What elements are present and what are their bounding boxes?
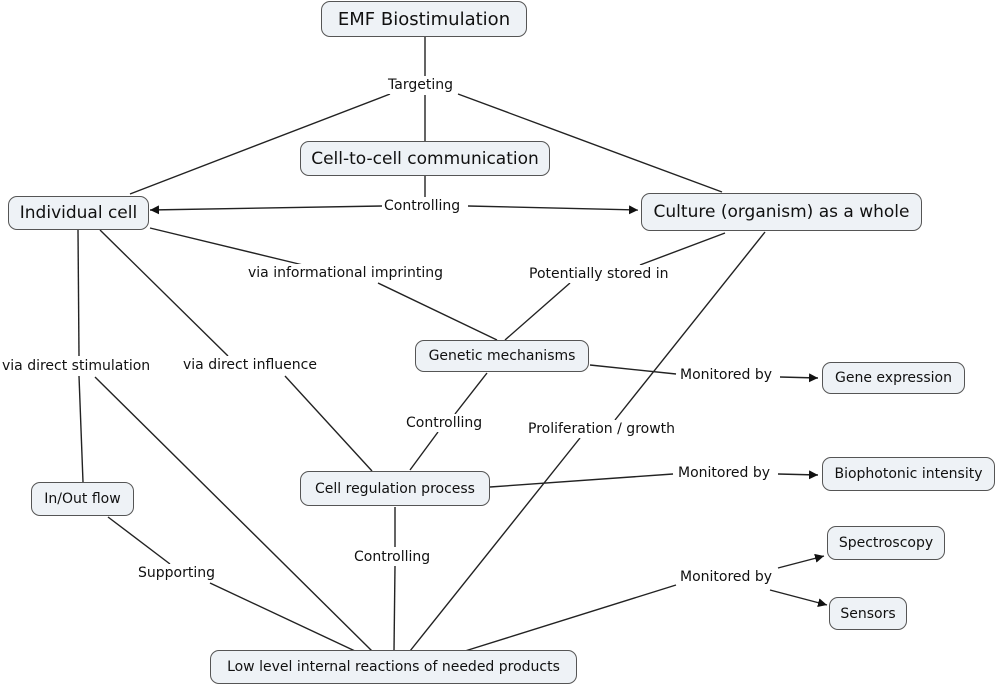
edge-genetic-monitored (589, 364, 677, 375)
label-monitored-by-biophotonic: Monitored by (676, 464, 773, 482)
edge-individual-viainfo (149, 227, 304, 266)
edge-monitored-biophoton (777, 470, 819, 480)
edge-monitored-sensors (769, 589, 828, 608)
edge-controlling-individual (149, 205, 383, 215)
label-targeting: Targeting (386, 76, 455, 94)
edge-cellreg-monitored (489, 473, 674, 488)
edge-viastim-lowlevel (94, 376, 373, 652)
node-cell-to-cell-communication[interactable]: Cell-to-cell communication (300, 141, 550, 176)
label-controlling-lowlevel: Controlling (352, 548, 433, 566)
label-monitored-by-lowlevel: Monitored by (678, 568, 775, 586)
edge-supporting-lowlevel (209, 582, 356, 652)
node-cell-regulation-process[interactable]: Cell regulation process (300, 471, 490, 506)
label-proliferation-growth: Proliferation / growth (526, 420, 678, 438)
node-spectroscopy[interactable]: Spectroscopy (827, 526, 945, 560)
edge-culture-prolif (614, 231, 766, 421)
edge-individual-viainfl (99, 229, 229, 357)
label-supporting: Supporting (136, 564, 217, 582)
label-potentially-stored-in: Potentially stored in (527, 265, 671, 283)
label-via-informational-imprinting: via informational imprinting (246, 264, 445, 282)
edge-individual-viastim (77, 229, 80, 357)
node-individual-cell[interactable]: Individual cell (8, 196, 149, 230)
node-biophotonic-intensity[interactable]: Biophotonic intensity (822, 457, 995, 491)
edge-monitored-spectro (777, 553, 825, 569)
edge-monitored-geneexpr (779, 373, 819, 383)
label-controlling-genetic: Controlling (404, 414, 485, 432)
edge-viainfo-genetic (377, 282, 498, 341)
node-emf-biostimulation[interactable]: EMF Biostimulation (321, 1, 527, 37)
label-controlling-top: Controlling (382, 197, 463, 215)
node-in-out-flow[interactable]: In/Out flow (31, 482, 134, 516)
edge-inout-supporting (107, 516, 171, 565)
edge-prolif-lowlevel (409, 437, 581, 652)
node-culture-as-whole[interactable]: Culture (organism) as a whole (641, 193, 922, 231)
edge-culture-potential (639, 232, 726, 266)
label-via-direct-stimulation: via direct stimulation (0, 357, 153, 375)
edge-targeting-culture (457, 93, 723, 193)
edge-lowlevel-monitored (464, 584, 677, 652)
edge-viastim-inout (78, 375, 84, 483)
edge-controlling-lowlevel (393, 565, 396, 652)
node-low-level-internal-reactions[interactable]: Low level internal reactions of needed p… (210, 650, 577, 684)
edge-potential-genetic (504, 282, 571, 341)
node-gene-expression[interactable]: Gene expression (822, 362, 965, 394)
edge-controlling-culture (467, 205, 639, 215)
node-genetic-mechanisms[interactable]: Genetic mechanisms (415, 340, 589, 372)
node-sensors[interactable]: Sensors (829, 597, 907, 630)
edge-genetic-controlling (454, 372, 488, 415)
label-monitored-by-gene: Monitored by (678, 366, 775, 384)
edge-viainfl-cellreg (284, 375, 373, 472)
label-via-direct-influence: via direct influence (181, 356, 319, 374)
edge-controlling-cellreg (409, 431, 439, 471)
edge-targeting-individual (129, 93, 391, 195)
